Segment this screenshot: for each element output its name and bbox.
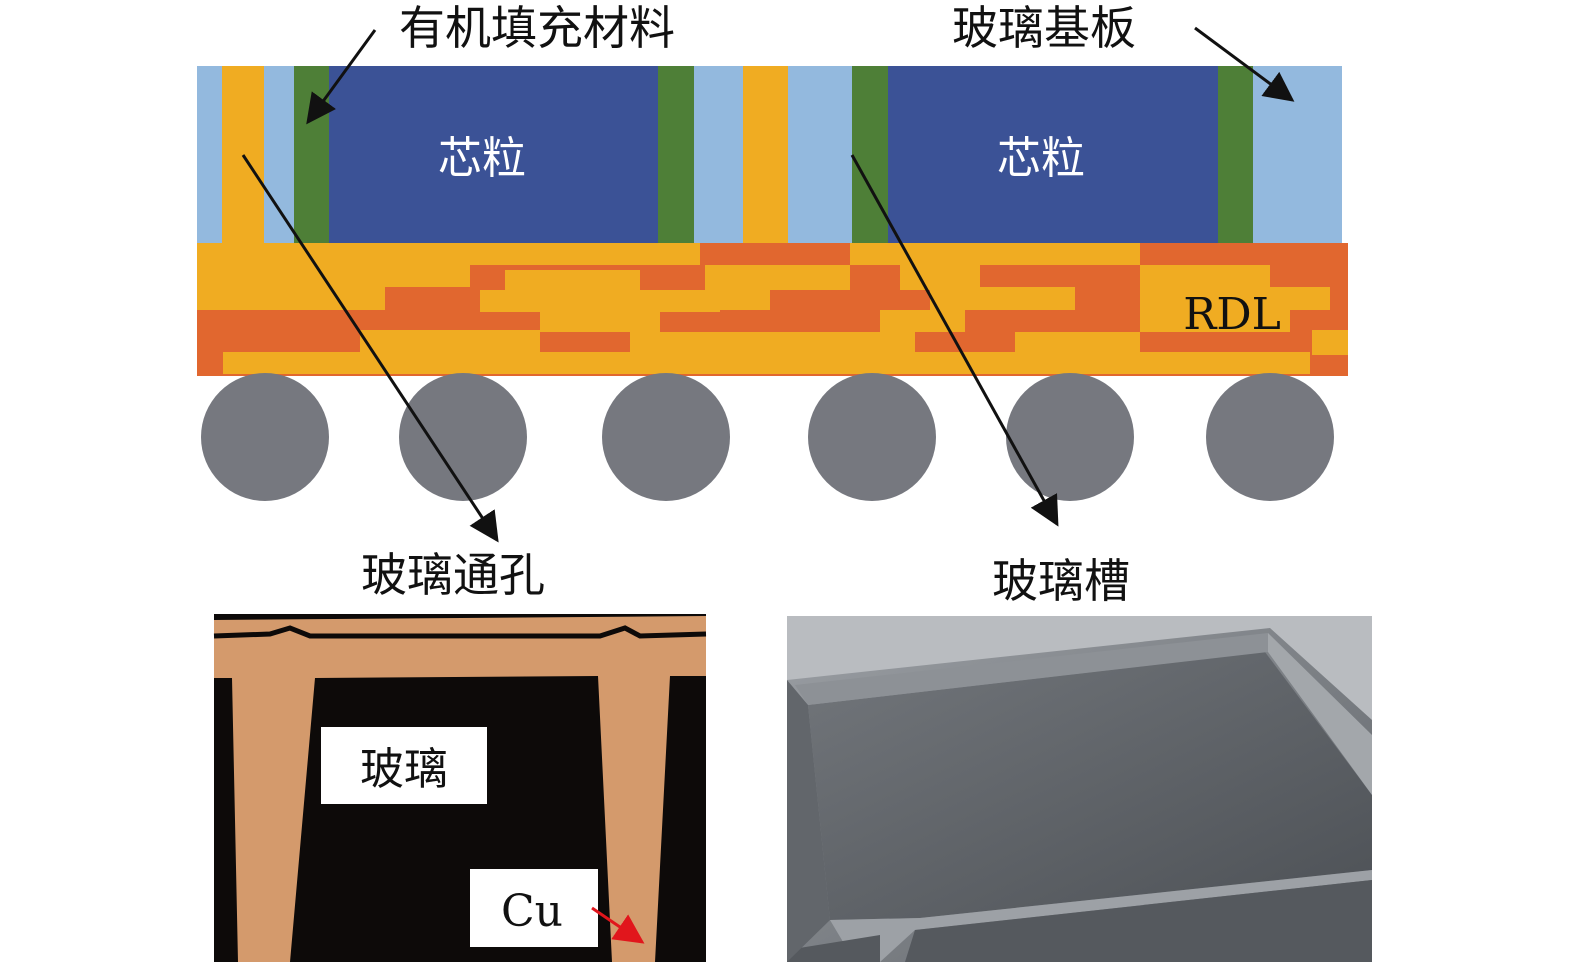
- organic-fill-label: 有机填充材料: [399, 1, 675, 55]
- solder-ball-icon: [1206, 373, 1334, 501]
- chiplet-left-label: 芯粒: [438, 133, 526, 184]
- glass-cavity-sem: [787, 616, 1372, 962]
- glass-via-photo: 玻璃 Cu: [213, 614, 707, 962]
- copper-top-layer: [214, 616, 706, 962]
- solder-ball-icon: [1006, 373, 1134, 501]
- arrow-icon: [241, 154, 499, 543]
- organic-fill-left-a: [294, 66, 330, 246]
- glass-via-label: 玻璃通孔: [361, 548, 545, 602]
- glass-cavity-label: 玻璃槽: [992, 554, 1130, 608]
- rdl-label: RDL: [1183, 289, 1281, 340]
- cu-label-box: [470, 869, 598, 947]
- package-cross-section: 芯粒 芯粒 RDL: [197, 66, 1348, 501]
- copper-inset-label: Cu: [501, 886, 563, 937]
- arrow-icon: [306, 29, 377, 125]
- rdl-layer: [197, 243, 1348, 376]
- solder-ball-icon: [399, 373, 527, 501]
- solder-ball-icon: [201, 373, 329, 501]
- organic-fill-right-b: [1218, 66, 1253, 246]
- glass-label-box: [321, 727, 487, 804]
- chiplet-left: [329, 66, 659, 246]
- arrow-icon: [850, 154, 1059, 527]
- solder-ball-icon: [808, 373, 936, 501]
- glass-inset-label: 玻璃: [360, 744, 448, 795]
- chiplet-right: [888, 66, 1219, 246]
- cavity-floor: [808, 652, 1372, 920]
- chiplet-right-label: 芯粒: [997, 133, 1085, 184]
- solder-ball-icon: [602, 373, 730, 501]
- glass-substrate-label: 玻璃基板: [952, 1, 1136, 55]
- organic-fill-left-b: [658, 66, 694, 246]
- arrow-icon: [1194, 26, 1295, 102]
- arrow-icon: [591, 906, 645, 944]
- glass-via-center: [743, 66, 788, 246]
- organic-fill-right-a: [852, 66, 889, 246]
- solder-balls: [201, 373, 1334, 501]
- rdl-traces: [197, 243, 1348, 374]
